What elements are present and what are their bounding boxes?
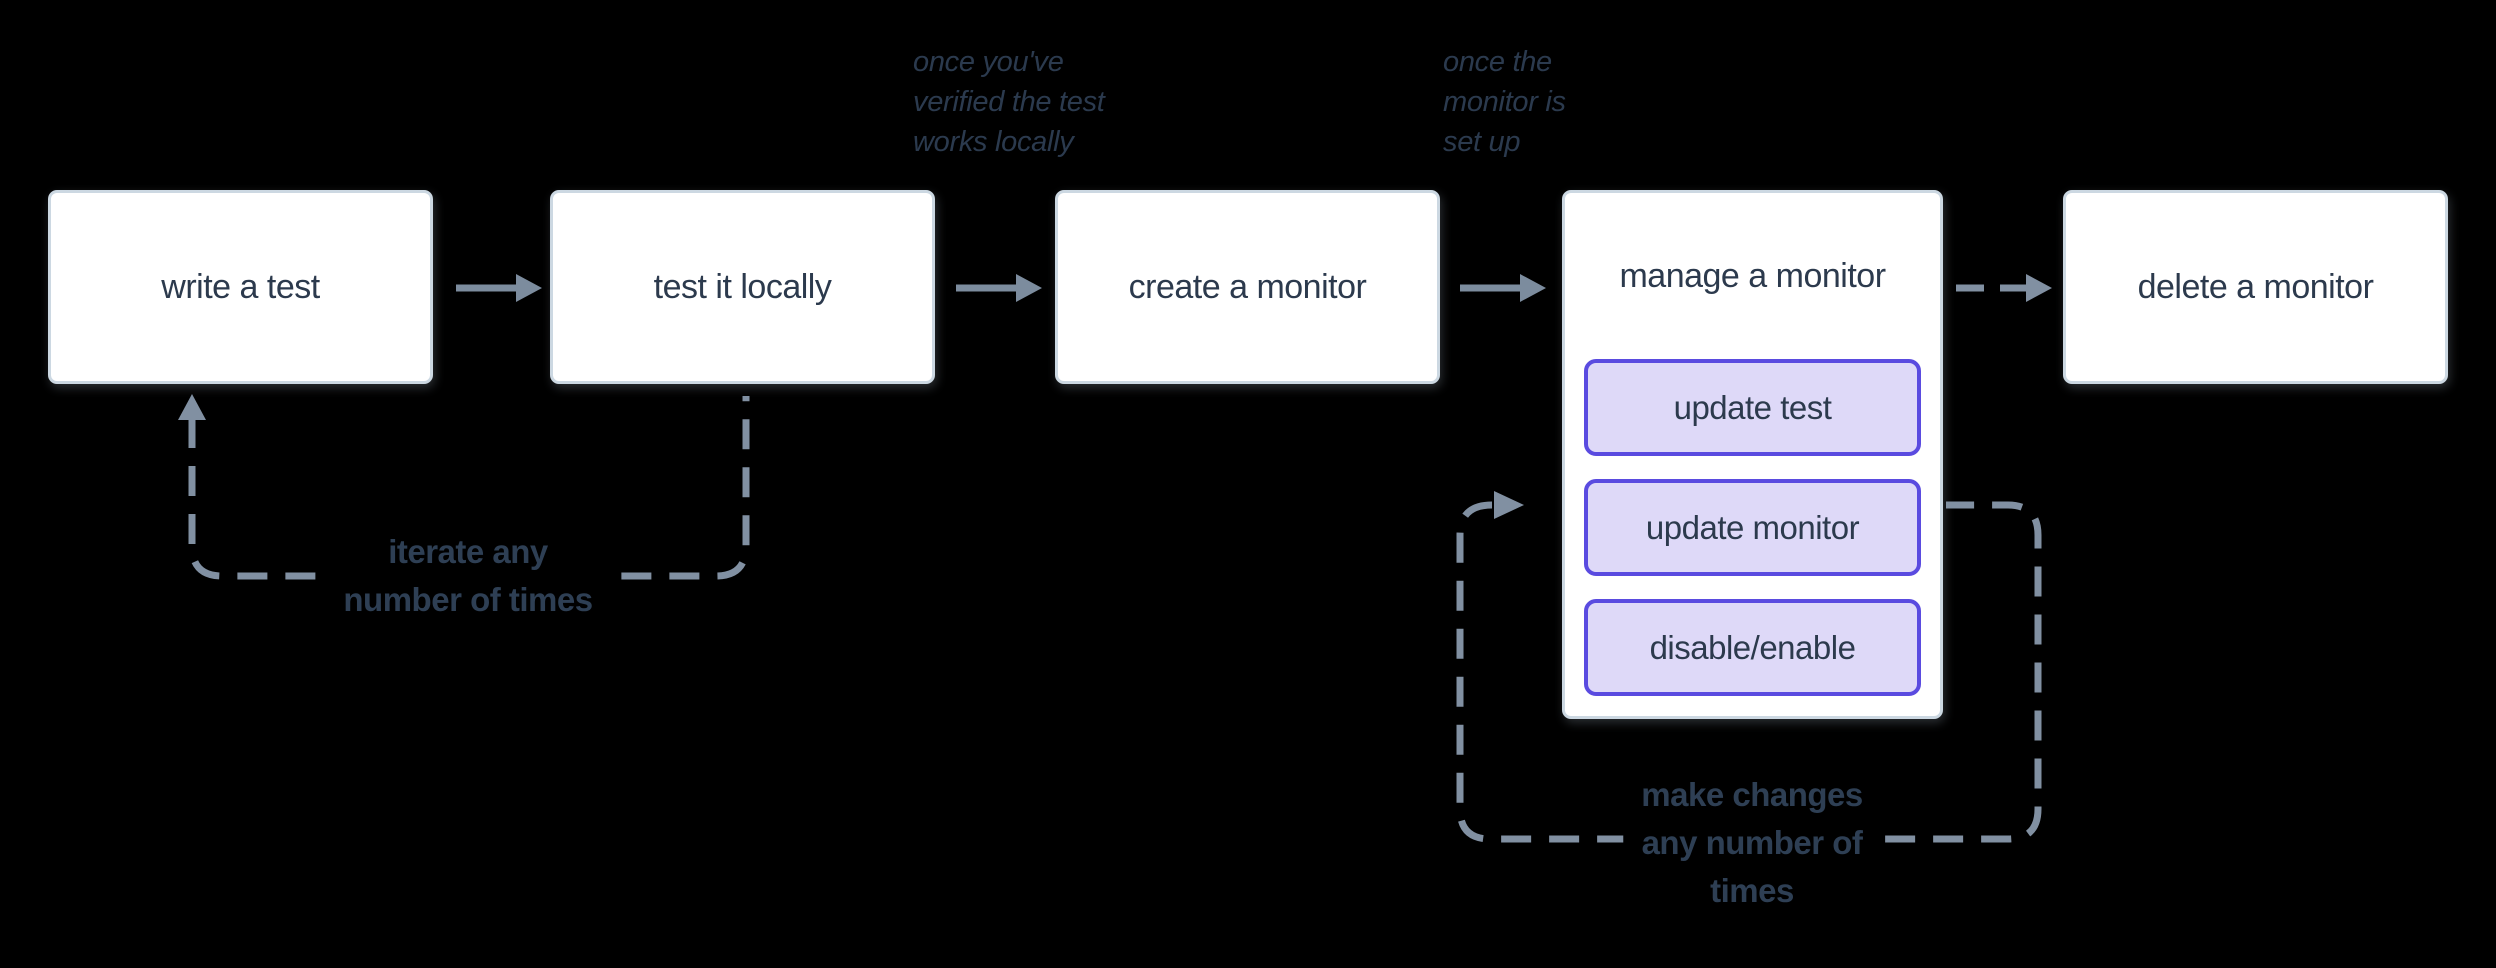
arrow-test-to-create [956, 274, 1042, 302]
node-manage-a-monitor: manage a monitor update test update moni… [1562, 190, 1943, 719]
loop-label-make-changes: make changes any number of times [1623, 771, 1881, 915]
loop-label-line: any number of [1641, 824, 1863, 861]
loop-label-line: number of times [343, 581, 593, 618]
annotation-line: set up [1443, 126, 1521, 158]
node-write-a-test-label: write a test [161, 267, 320, 306]
loop-label-line: times [1710, 872, 1794, 909]
loop-label-line: make changes [1641, 776, 1863, 813]
arrow-manage-to-delete [1956, 274, 2052, 302]
arrow-write-to-test [456, 274, 542, 302]
annotation-line: once you've [913, 46, 1064, 78]
action-disable-enable: disable/enable [1584, 599, 1921, 696]
node-manage-a-monitor-label: manage a monitor [1619, 256, 1886, 295]
loop-iterate-arrow [178, 394, 750, 580]
node-test-it-locally: test it locally [550, 190, 935, 384]
action-update-monitor: update monitor [1584, 479, 1921, 576]
node-delete-a-monitor: delete a monitor [2063, 190, 2448, 384]
annotation-line: monitor is [1443, 86, 1566, 118]
node-delete-a-monitor-label: delete a monitor [2137, 267, 2374, 306]
arrow-create-to-manage [1460, 274, 1546, 302]
loop-label-iterate: iterate any number of times [325, 528, 611, 624]
annotation-line: once the [1443, 46, 1552, 78]
action-update-test: update test [1584, 359, 1921, 456]
node-create-a-monitor-label: create a monitor [1128, 267, 1367, 306]
action-update-monitor-label: update monitor [1645, 508, 1860, 546]
annotation-line: verified the test [913, 86, 1105, 118]
loop-make-changes-arrow [1456, 491, 2042, 843]
action-disable-enable-label: disable/enable [1649, 628, 1856, 666]
node-create-a-monitor: create a monitor [1055, 190, 1440, 384]
annotation-monitor-set-up: once the monitor is set up [1443, 42, 1566, 162]
action-update-test-label: update test [1673, 388, 1832, 426]
node-test-it-locally-label: test it locally [653, 267, 832, 306]
annotation-verified-locally: once you've verified the test works loca… [913, 42, 1105, 162]
node-write-a-test: write a test [48, 190, 433, 384]
annotation-line: works locally [913, 126, 1074, 158]
loop-label-line: iterate any [388, 533, 548, 570]
